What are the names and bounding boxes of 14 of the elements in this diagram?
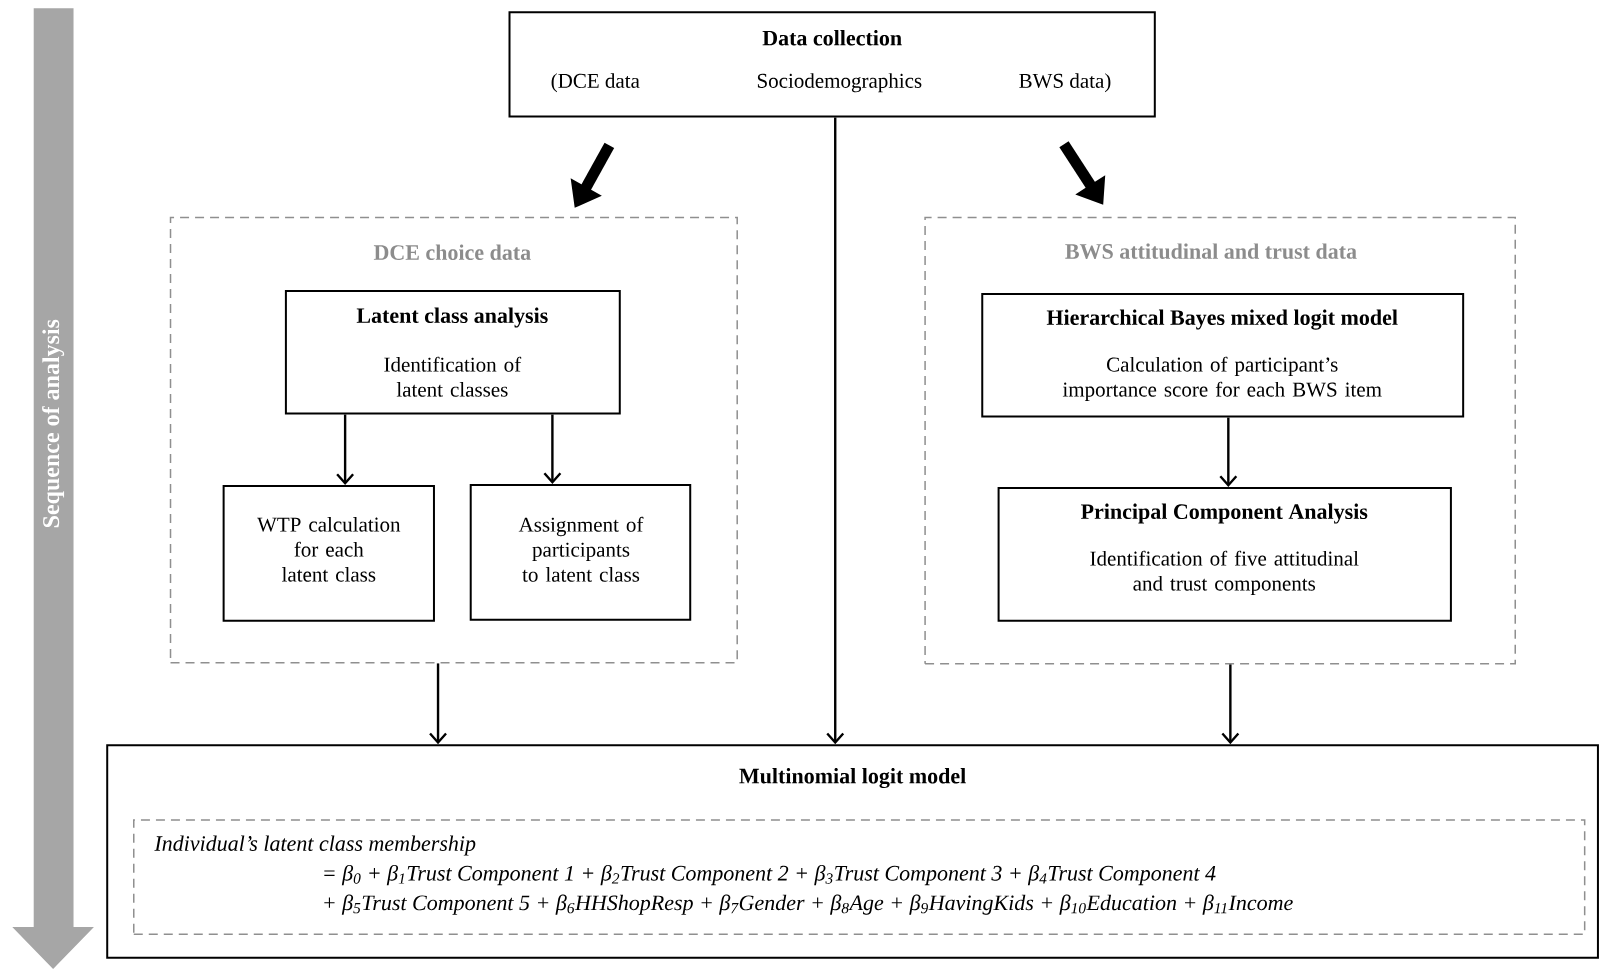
arrow: [429, 663, 447, 745]
process-box: Hierarchical Bayes mixed logit model Calculation of participant’s importance score for each BWS item: [981, 293, 1465, 418]
process-box: Principal Component Analysis Identification of five attitudinal and trust components: [997, 487, 1452, 622]
process-box: Assignment of participants to latent class: [469, 484, 692, 621]
arrow: [1219, 417, 1238, 488]
arrow: [1221, 664, 1240, 745]
process-box: WTP calculation for each latent class: [222, 485, 435, 622]
arrow: [826, 117, 845, 745]
axis-label: Sequence of analysis: [42, 319, 65, 528]
arrow: [336, 414, 354, 485]
process-box: Latent class analysis Identification of latent classes: [284, 290, 621, 415]
arrow: [543, 414, 562, 484]
source-box: Data collection (DCE data Sociodemographics BWS data): [508, 11, 1156, 118]
formula-box: Individual’s latent class membership = β$_{0}$ + β$_{1}$Trust Component 1 + β$_{2}$Trust Component 2 + β$_{3}$Trust Component 3 + β$_{4}$Trust Component 4 + β$_{5}$Trust Component 5 + β$_{6}$HHShopResp + β$_{7}$Gender + β$_{8}$Age + β$_{9}$HavingKids + β$_{10}$Education + β$_{11}$Income: [133, 819, 1586, 935]
